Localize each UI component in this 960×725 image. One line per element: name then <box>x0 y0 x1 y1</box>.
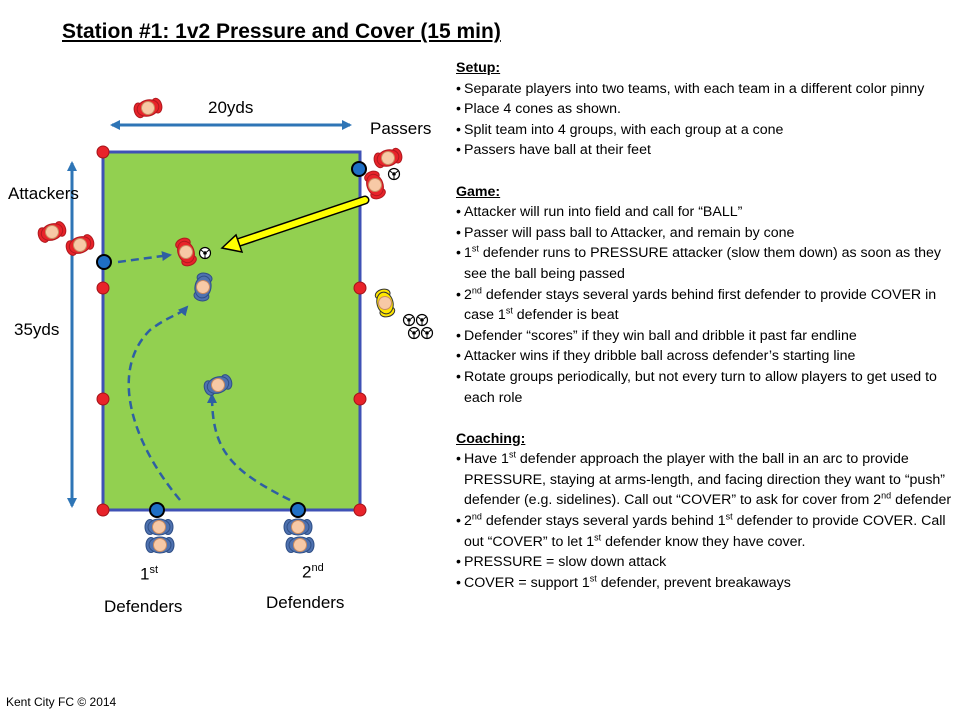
list-item: Attacker wins if they dribble ball acros… <box>456 346 952 367</box>
game-heading: Game: <box>456 183 501 200</box>
list-item: 2nd defender stays several yards behind … <box>456 285 952 326</box>
width-label: 20yds <box>208 98 254 117</box>
coaching-list: Have 1st defender approach the player wi… <box>456 449 952 593</box>
ball-icon <box>387 167 401 181</box>
list-item: 2nd defender stays several yards behind … <box>456 511 952 552</box>
list-item: COVER = support 1st defender, prevent br… <box>456 573 952 594</box>
list-item: Rotate groups periodically, but not ever… <box>456 367 952 408</box>
copyright-footer: Kent City FC © 2014 <box>6 695 117 709</box>
field-diagram: 20yds 35yds Passers Attackers 1st Defend… <box>0 0 450 720</box>
list-item: Have 1st defender approach the player wi… <box>456 449 952 511</box>
cone-icon <box>96 145 367 517</box>
second-defenders-number: 2nd <box>302 562 324 582</box>
page-title: Station #1: 1v2 Pressure and Cover (15 m… <box>62 20 501 43</box>
game-list: Attacker will run into field and call fo… <box>456 202 952 408</box>
ball-icon <box>198 246 212 260</box>
instructions-panel: Setup: Separate players into two teams, … <box>456 58 952 593</box>
list-item: Attacker will run into field and call fo… <box>456 202 952 223</box>
cone-icon <box>96 161 367 518</box>
player-icon <box>144 518 315 554</box>
field-rect <box>101 150 362 512</box>
attacker-run-path <box>117 251 172 264</box>
list-item: Passer will pass ball to Attacker, and r… <box>456 223 952 244</box>
first-defenders-number: 1st <box>140 564 159 584</box>
first-defender-run-path <box>127 305 189 501</box>
passers-label: Passers <box>370 119 432 138</box>
field-svg <box>35 96 434 554</box>
player-icon <box>373 286 397 320</box>
height-label: 35yds <box>14 320 60 339</box>
second-defender-run-path <box>207 393 291 502</box>
list-item: PRESSURE = slow down attack <box>456 552 952 573</box>
list-item: Defender “scores” if they win ball and d… <box>456 326 952 347</box>
list-item: Separate players into two teams, with ea… <box>456 79 952 100</box>
coaching-heading: Coaching: <box>456 430 526 447</box>
list-item: Place 4 cones as shown. <box>456 99 952 120</box>
ball-icon <box>402 313 434 340</box>
list-item: 1st defender runs to PRESSURE attacker (… <box>456 243 952 284</box>
second-defenders-label: Defenders <box>266 593 345 612</box>
setup-list: Separate players into two teams, with ea… <box>456 79 952 161</box>
list-item: Passers have ball at their feet <box>456 140 952 161</box>
list-item: Split team into 4 groups, with each grou… <box>456 120 952 141</box>
setup-heading: Setup: <box>456 60 501 76</box>
pass-arrow <box>234 197 368 246</box>
attackers-label: Attackers <box>8 184 79 203</box>
first-defenders-label: Defenders <box>104 597 183 616</box>
